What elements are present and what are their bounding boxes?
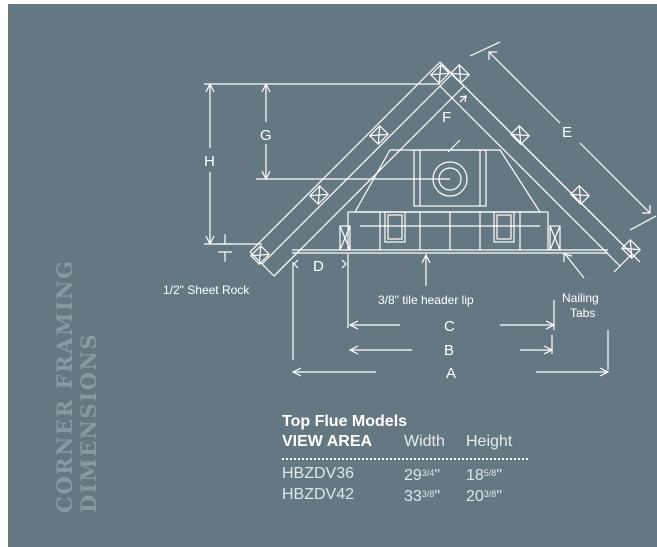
- dimension-g: [256, 82, 450, 181]
- column-header-height: Height: [466, 433, 513, 450]
- label-e: E: [562, 124, 572, 141]
- table-row: HBZDV42 333/8" 203/8": [282, 485, 528, 506]
- tile-header-label: 3/8" tile header lip: [378, 293, 474, 307]
- nailing-tabs-leader: [563, 253, 609, 370]
- label-g: G: [260, 127, 272, 144]
- label-d: D: [313, 258, 324, 275]
- background-panel: [8, 4, 657, 547]
- dimension-f: [447, 95, 467, 153]
- label-c: C: [444, 318, 455, 335]
- label-h: H: [204, 153, 215, 170]
- right-wall: [439, 61, 641, 273]
- sheet-rock-edge: [273, 249, 301, 277]
- model-cell: HBZDV36: [282, 465, 355, 482]
- model-cell: HBZDV42: [282, 486, 355, 503]
- label-b: B: [444, 342, 454, 359]
- dimension-a: [291, 367, 610, 377]
- dimension-e: [469, 41, 657, 231]
- height-cell: 203/8": [466, 488, 502, 505]
- sheet-rock-label: 1/2" Sheet Rock: [163, 283, 250, 297]
- table-heading: Top Flue Models: [282, 413, 408, 430]
- dimension-b: [348, 335, 554, 355]
- column-header-view-area: VIEW AREA: [282, 433, 373, 450]
- dimension-c: [348, 300, 556, 330]
- label-f: F: [442, 109, 451, 126]
- left-studs: [249, 63, 451, 266]
- table-header-row: VIEW AREA Width Height: [282, 432, 528, 460]
- top-flue-models-table: Top Flue Models VIEW AREA Width Height H…: [282, 412, 528, 506]
- tile-header-arrow: [421, 253, 431, 286]
- dimension-h: [204, 82, 440, 262]
- flue-collar: [413, 149, 487, 207]
- label-a: A: [446, 365, 456, 382]
- nailing-tabs-label-line-2: Tabs: [570, 306, 595, 320]
- left-wall: [249, 61, 465, 277]
- right-studs: [449, 63, 642, 260]
- firebox: [347, 149, 549, 250]
- column-header-width: Width: [404, 433, 445, 450]
- width-cell: 293/4": [404, 467, 440, 484]
- width-cell: 333/8": [404, 488, 440, 505]
- dimension-d: [292, 254, 349, 360]
- nailing-tabs-label-line-1: Nailing: [562, 291, 599, 305]
- table-row: HBZDV36 293/4" 185/8": [282, 464, 528, 485]
- height-cell: 185/8": [466, 467, 502, 484]
